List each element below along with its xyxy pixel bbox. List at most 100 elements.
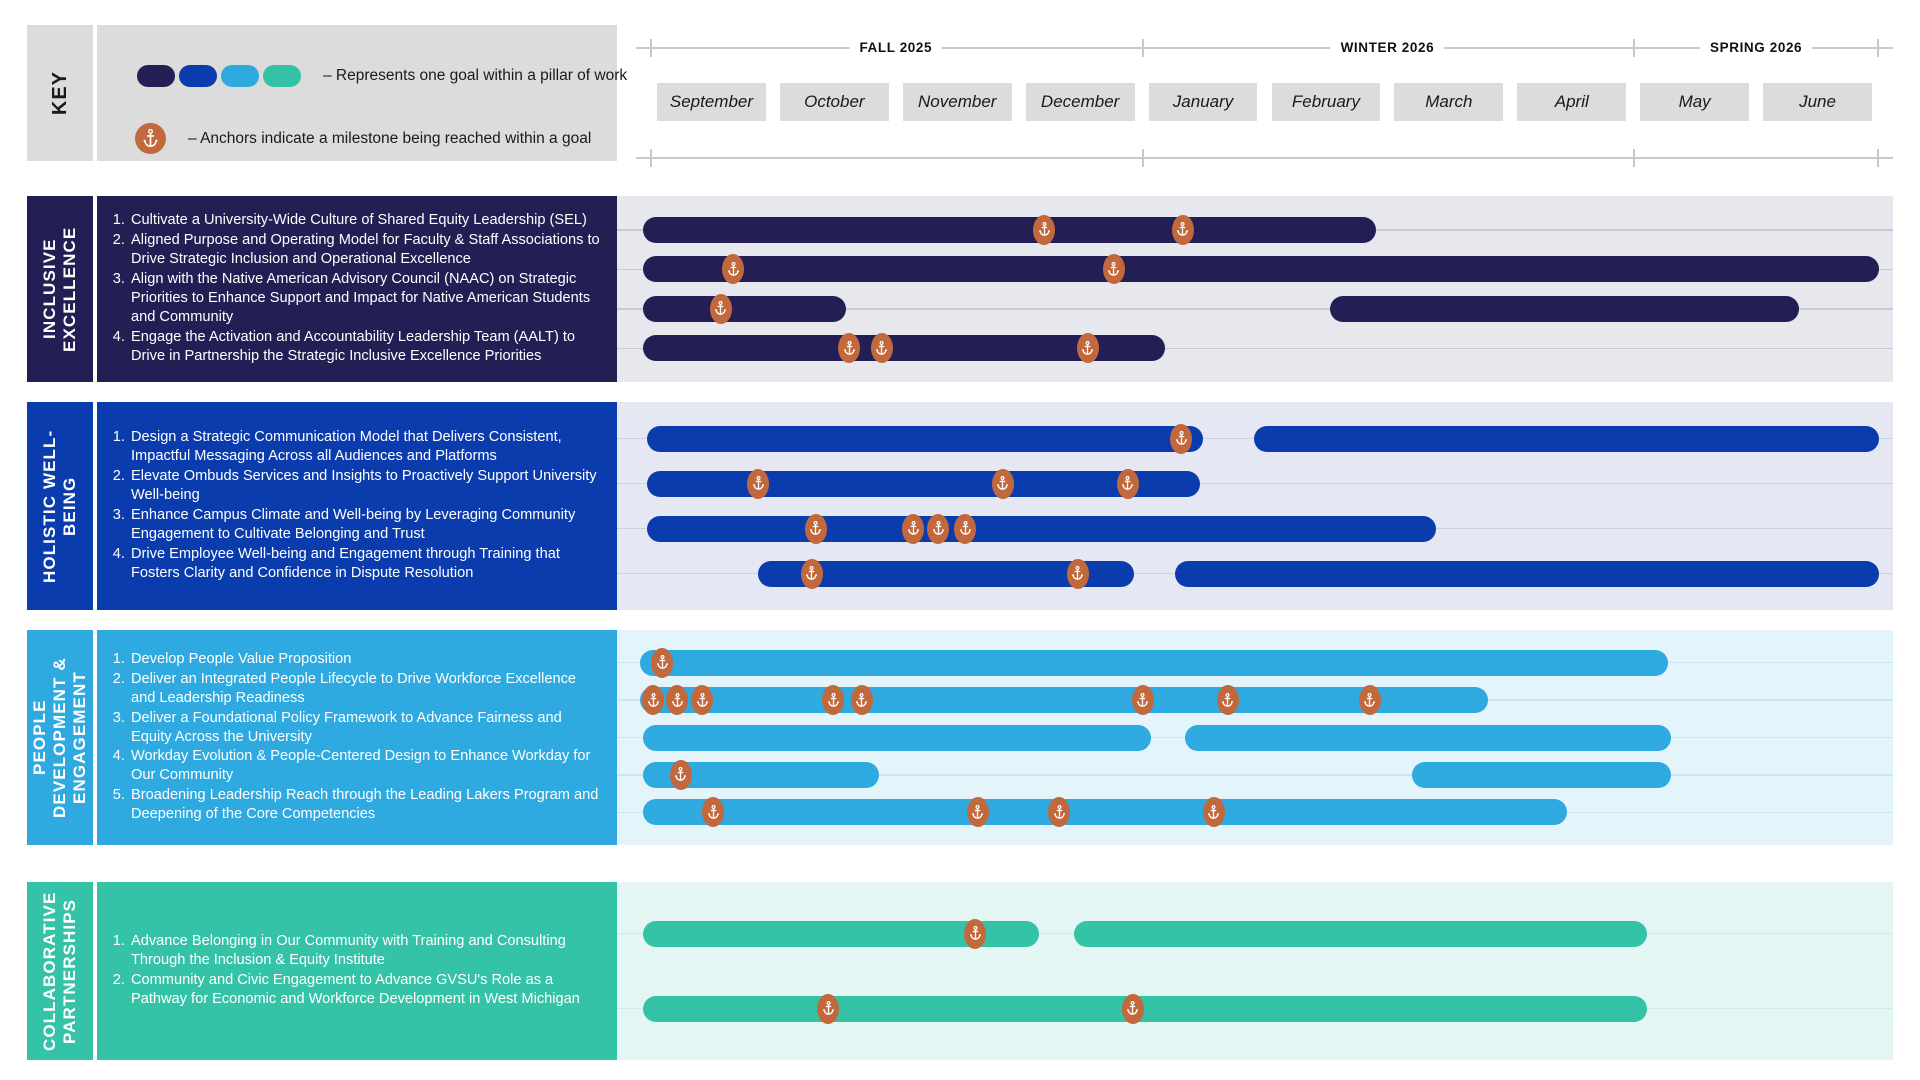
milestone-anchor-icon [651,647,674,678]
milestone-anchor-icon [1033,214,1056,245]
goal-item: Elevate Ombuds Services and Insights to … [129,467,603,505]
pillar-tab-label: HOLISTIC WELL-BEING [39,429,79,583]
milestone-anchor-icon [669,759,692,790]
pillar-tab-label: COLLABORATIVE PARTNERSHIPS [39,891,79,1051]
month-april: April [1517,83,1627,121]
month-december: December [1025,83,1135,121]
pillar-tab: INCLUSIVE EXCELLENCE [27,196,93,382]
season-label-spring-2026: SPRING 2026 [1700,37,1813,59]
goal-list: Advance Belonging in Our Community with … [97,932,617,1010]
season-label-winter-2026: WINTER 2026 [1330,37,1445,59]
pillar-inclusive-excellence: INCLUSIVE EXCELLENCE Cultivate a Universi… [27,196,1893,382]
gantt-bar [647,470,1201,497]
axis-end-tick [1877,149,1879,167]
axis-season-divider [1633,39,1636,57]
key-swatches [137,65,305,87]
gantt-bar [1074,920,1647,947]
pillar-people-development-engagement: PEOPLE DEVELOPMENT & ENGAGEMENTDevelop P… [27,630,1893,845]
month-october: October [779,83,889,121]
key-swatch-3 [221,65,259,87]
pillar-collaborative-partnerships: COLLABORATIVE PARTNERSHIPS Advance Belong… [27,882,1893,1060]
month-june: June [1763,83,1872,121]
gantt-bar [643,295,846,322]
timeline-axis-bottom [636,147,1893,169]
goal-item: Enhance Campus Climate and Well-being by… [129,506,603,544]
milestone-anchor-icon [902,513,925,544]
gantt-bar [1412,761,1671,788]
pillar-tab-label: INCLUSIVE EXCELLENCE [39,226,79,352]
milestone-anchor-icon [1048,797,1071,828]
milestone-anchor-icon [966,797,989,828]
goal-item: Workday Evolution & People-Centered Desi… [129,747,603,785]
pillar-tab-label: PEOPLE DEVELOPMENT & ENGAGEMENT [29,657,90,818]
month-november: November [902,83,1012,121]
goal-item: Deliver a Foundational Policy Framework … [129,709,603,747]
milestone-anchor-icon [702,797,725,828]
goal-item: Develop People Value Proposition [129,650,603,669]
milestone-anchor-icon [747,468,770,499]
milestone-anchor-icon [850,685,873,716]
anchor-icon [135,123,166,154]
milestone-anchor-icon [1076,333,1099,364]
key-legend-anchor-text: – Anchors indicate a milestone being rea… [188,129,592,147]
milestone-anchor-icon [642,685,665,716]
axis-rule [636,47,1893,49]
pillar-goal-panel: Advance Belonging in Our Community with … [97,882,617,1060]
key-legend-anchor-row: – Anchors indicate a milestone being rea… [135,123,591,154]
row-gridline [617,774,1893,776]
milestone-anchor-icon [722,254,745,285]
gantt-bar [1175,560,1879,587]
milestone-anchor-icon [1170,423,1193,454]
milestone-anchor-icon [822,685,845,716]
axis-season-divider [1141,39,1144,57]
pillar-tab: PEOPLE DEVELOPMENT & ENGAGEMENT [27,630,93,845]
goal-item: Advance Belonging in Our Community with … [129,932,603,970]
goal-item: Align with the Native American Advisory … [129,270,603,327]
milestone-anchor-icon [1216,685,1239,716]
gantt-bar [643,216,1377,243]
pillar-goal-panel: Cultivate a University-Wide Culture of S… [97,196,617,382]
milestone-anchor-icon [1358,685,1381,716]
key-swatch-4 [263,65,301,87]
pillar-goal-panel: Design a Strategic Communication Model t… [97,402,617,610]
milestone-anchor-icon [870,333,893,364]
axis-end-tick [1877,39,1879,57]
goal-item: Broadening Leadership Reach through the … [129,786,603,824]
gantt-bar [643,256,1879,283]
milestone-anchor-icon [1131,685,1154,716]
month-march: March [1394,83,1504,121]
milestone-anchor-icon [800,558,823,589]
month-scale: September October November December January F… [636,83,1893,121]
milestone-anchor-icon [1066,558,1089,589]
goal-item: Aligned Purpose and Operating Model for … [129,231,603,269]
gantt-bar [643,724,1152,751]
gantt-bar [643,995,1647,1022]
milestone-anchor-icon [838,333,861,364]
goal-list: Design a Strategic Communication Model t… [97,428,617,584]
milestone-anchor-icon [991,468,1014,499]
pillar-chart [617,882,1893,1060]
goal-item: Deliver an Integrated People Lifecycle t… [129,670,603,708]
key-swatch-2 [179,65,217,87]
milestone-anchor-icon [691,685,714,716]
pillar-goal-panel: Develop People Value PropositionDeliver … [97,630,617,845]
row-gridline [617,347,1893,349]
milestone-anchor-icon [964,918,987,949]
goal-item: Design a Strategic Communication Model t… [129,428,603,466]
milestone-anchor-icon [1121,993,1144,1024]
axis-end-tick [650,149,652,167]
goal-item: Engage the Activation and Accountability… [129,328,603,366]
goal-list: Develop People Value PropositionDeliver … [97,650,617,826]
milestone-anchor-icon [1116,468,1139,499]
pillar-tab: HOLISTIC WELL-BEING [27,402,93,610]
key-legend-goal-row: – Represents one goal within a pillar of… [137,65,627,87]
row-gridline [617,482,1893,485]
gantt-bar [647,515,1436,542]
month-january: January [1148,83,1258,121]
gantt-bar [643,799,1567,826]
month-september: September [657,83,766,121]
month-february: February [1271,83,1381,121]
